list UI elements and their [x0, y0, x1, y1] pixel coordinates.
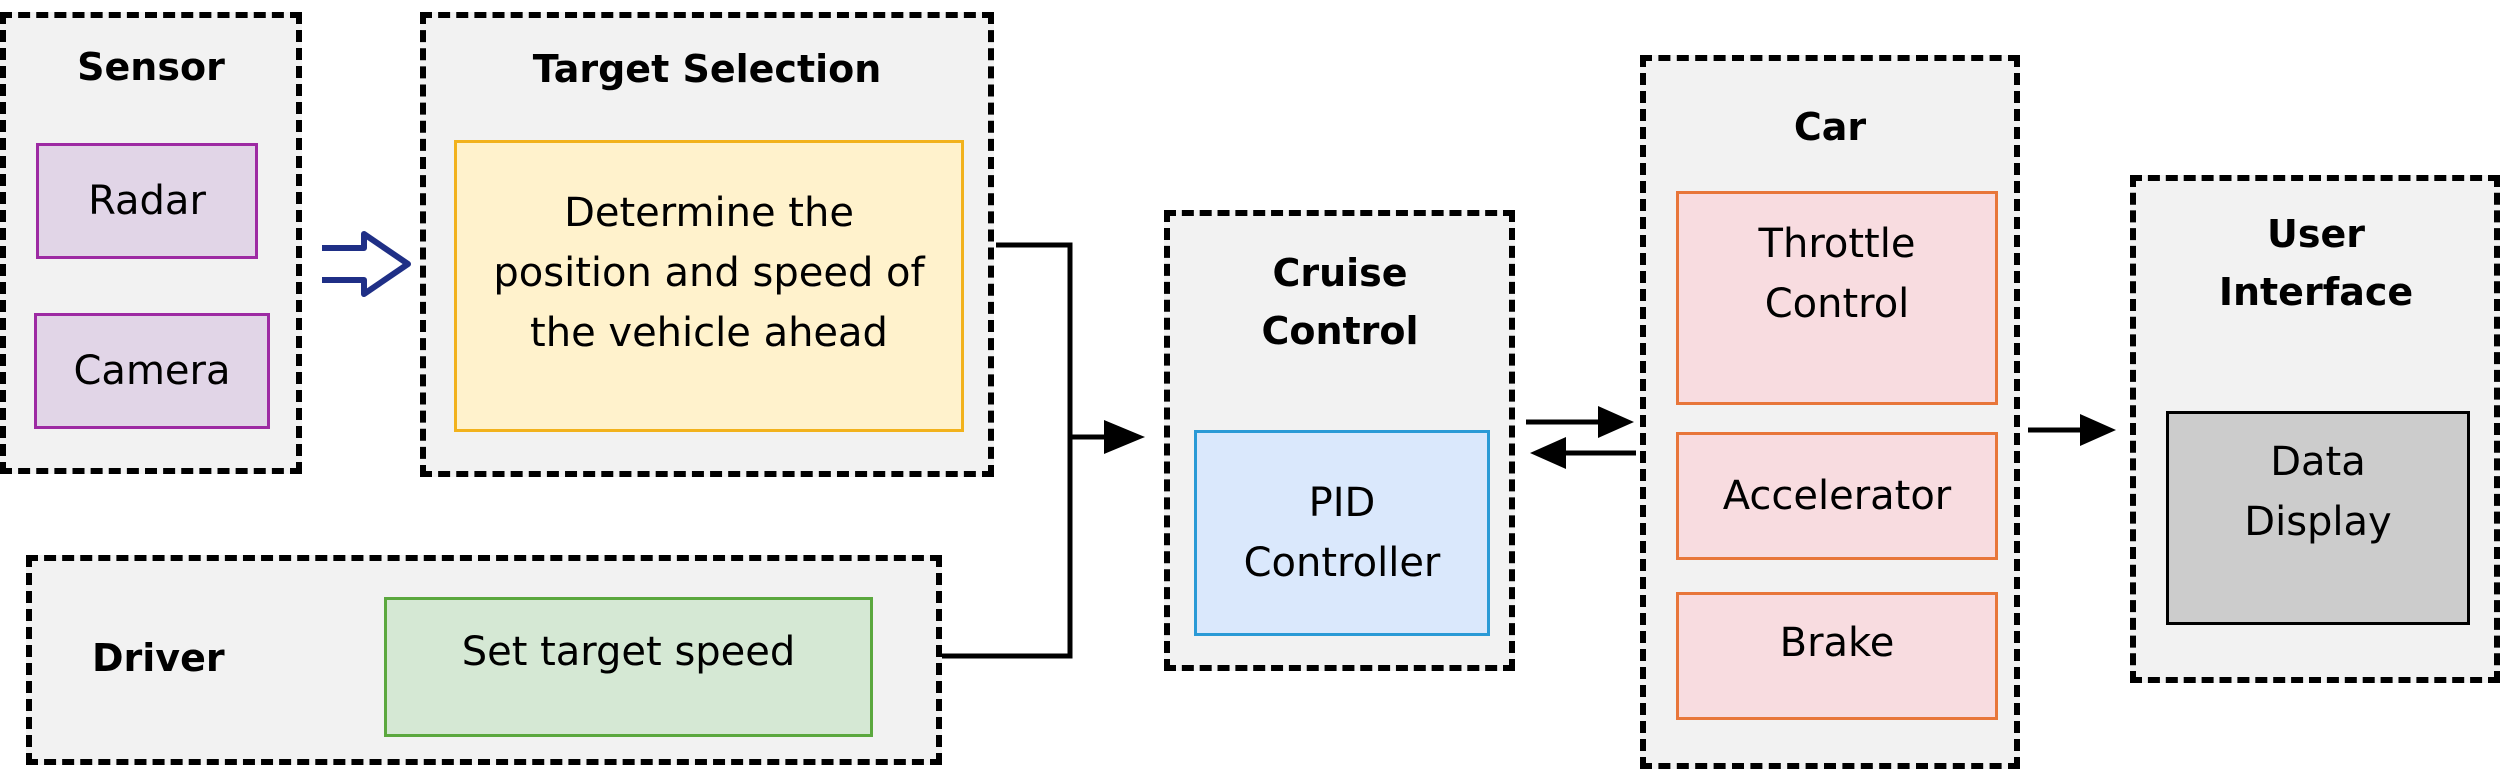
target-description-box: Determine the position and speed of the …: [454, 140, 964, 432]
driver-title: Driver: [92, 636, 225, 680]
car-title: Car: [1793, 105, 1867, 149]
driver-to-cruise-connector: [942, 434, 1110, 659]
brake-box: Brake: [1676, 592, 1998, 720]
target-selection-group: Target Selection Determine the position …: [420, 12, 994, 477]
cruise-control-title: Cruise Control: [1261, 251, 1419, 353]
hollow-arrow-icon: [322, 231, 411, 297]
throttle-control-box: Throttle Control: [1676, 191, 1998, 405]
sensor-title: Sensor: [77, 45, 225, 89]
set-target-speed-box: Set target speed: [384, 597, 873, 737]
accelerator-box: Accelerator: [1676, 432, 1998, 560]
data-display-box: Data Display: [2166, 411, 2470, 625]
car-group: Car Throttle Control Accelerator Brake: [1640, 55, 2020, 769]
radar-box: Radar: [36, 143, 258, 259]
driver-group: Driver Set target speed: [26, 555, 942, 765]
camera-box: Camera: [34, 313, 270, 429]
arrowhead-into-cruise-icon: [1104, 420, 1145, 454]
target-to-cruise-connector: [996, 242, 1073, 437]
user-interface-title: User Interface: [2218, 212, 2414, 314]
user-interface-group: User Interface Data Display: [2130, 175, 2500, 683]
arrowhead-to-car-icon: [1598, 406, 1634, 438]
pid-controller-box: PID Controller: [1194, 430, 1490, 636]
target-selection-title: Target Selection: [532, 47, 882, 91]
cruise-control-group: Cruise Control PID Controller: [1164, 210, 1515, 671]
arrowhead-to-cruise-icon: [1530, 437, 1566, 469]
arrowhead-to-ui-icon: [2080, 414, 2116, 446]
sensor-group: Sensor Radar Camera: [0, 12, 302, 474]
